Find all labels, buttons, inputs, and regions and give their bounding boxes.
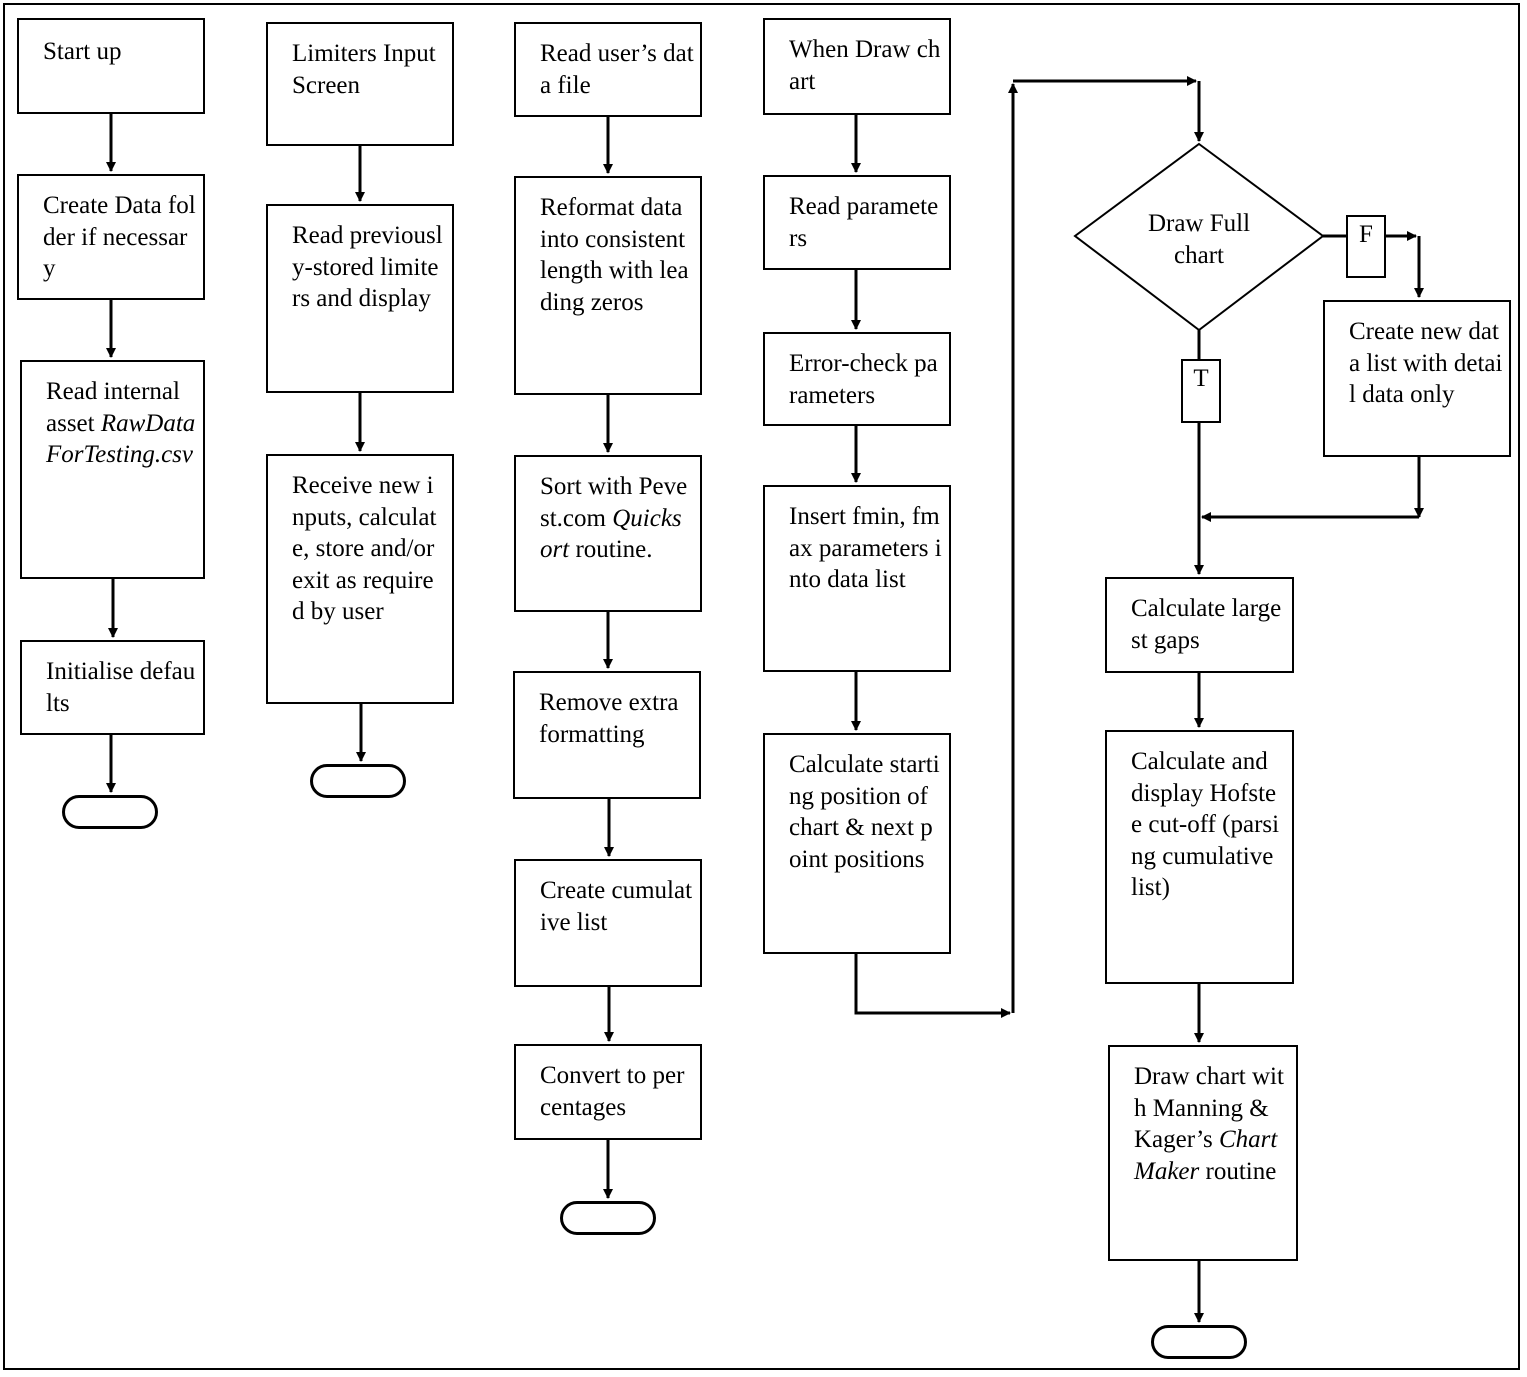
convert-to-percentages-box: Convert to percentages: [514, 1044, 702, 1140]
insert-fmin-fmax-label: Insert fmin, fmax parameters into data l…: [789, 503, 942, 593]
sort-box: Sort with Pevest.com Quicksort routine.: [514, 455, 702, 612]
decision-diamond: [1073, 142, 1325, 332]
read-previously-stored-box: Read previously-stored limiters and disp…: [266, 204, 454, 393]
col1-end-terminator: [62, 795, 158, 829]
col5-end-terminator: [1151, 1325, 1247, 1359]
receive-new-inputs-label: Receive new inputs, calculate, store and…: [292, 472, 441, 625]
draw-chart-suffix: routine: [1199, 1157, 1277, 1185]
error-check-parameters-box: Error-check parameters: [763, 332, 951, 426]
calculate-hofstee-box: Calculate and display Hofstee cut-off (p…: [1105, 730, 1294, 984]
remove-extra-formatting-box: Remove extra formatting: [513, 671, 701, 799]
read-users-data-file-box: Read user’s data file: [514, 22, 702, 117]
read-users-data-file-label: Read user’s data file: [540, 40, 694, 99]
reformat-data-label: Reformat data into consistent length wit…: [540, 194, 692, 316]
read-internal-asset-prefix: Read internal asset: [46, 378, 187, 437]
calculate-largest-gaps-box: Calculate largest gaps: [1105, 577, 1294, 673]
create-cumulative-list-box: Create cumulative list: [514, 859, 702, 987]
create-cumulative-list-label: Create cumulative list: [540, 877, 693, 936]
outer-frame: [3, 3, 1520, 1370]
create-data-folder-label: Create Data folder if necessary: [43, 192, 196, 282]
error-check-parameters-label: Error-check parameters: [789, 350, 938, 409]
reformat-data-box: Reformat data into consistent length wit…: [514, 176, 702, 395]
col3-end-terminator: [560, 1201, 656, 1235]
create-new-data-list-label: Create new data list with detail data on…: [1349, 318, 1503, 408]
calculate-largest-gaps-label: Calculate largest gaps: [1131, 595, 1282, 654]
calculate-starting-position-label: Calculate starting position of chart & n…: [789, 751, 940, 873]
create-new-data-list-box: Create new data list with detail data on…: [1323, 300, 1511, 457]
receive-new-inputs-box: Receive new inputs, calculate, store and…: [266, 454, 454, 704]
limiters-input-screen-label: Limiters Input Screen: [292, 40, 442, 99]
when-draw-chart-box: When Draw chart: [763, 18, 951, 115]
true-branch-label: T: [1181, 359, 1221, 423]
sort-suffix: routine.: [569, 536, 653, 563]
remove-extra-formatting-label: Remove extra formatting: [539, 689, 685, 748]
read-internal-asset-filename: RawDataForTesting.csv: [46, 409, 196, 469]
when-draw-chart-label: When Draw chart: [789, 36, 941, 95]
read-previously-stored-label: Read previously-stored limiters and disp…: [292, 222, 443, 312]
col2-end-terminator: [310, 764, 406, 798]
read-parameters-label: Read parameters: [789, 193, 939, 252]
draw-chart-box: Draw chart with Manning & Kager’s ChartM…: [1108, 1045, 1298, 1261]
draw-chart-routine-name: ChartMaker: [1134, 1126, 1278, 1185]
draw-chart-text: Draw chart with Manning & Kager’s ChartM…: [1134, 1061, 1290, 1187]
false-branch-label: F: [1346, 215, 1386, 278]
create-data-folder-box: Create Data folder if necessary: [17, 174, 205, 300]
calculate-starting-position-box: Calculate starting position of chart & n…: [763, 733, 951, 954]
start-up-label: Start up: [43, 38, 122, 65]
draw-chart-prefix: Draw chart with Manning & Kager’s: [1134, 1063, 1284, 1153]
start-up-box: Start up: [17, 18, 205, 114]
read-parameters-box: Read parameters: [763, 175, 951, 270]
initialise-defaults-box: Initialise defaults: [20, 640, 205, 735]
calculate-hofstee-label: Calculate and display Hofstee cut-off (p…: [1131, 748, 1280, 901]
arrow-calc-start-to-right: [854, 953, 1011, 1018]
initialise-defaults-label: Initialise defaults: [46, 658, 196, 717]
read-internal-asset-box: Read internal asset RawDataForTesting.cs…: [20, 360, 205, 579]
draw-full-chart-decision-label: Draw Full chart: [1147, 210, 1251, 269]
convert-to-percentages-label: Convert to percentages: [540, 1062, 685, 1121]
insert-fmin-fmax-box: Insert fmin, fmax parameters into data l…: [763, 485, 951, 672]
sort-routine-name: Quicksort: [540, 504, 682, 564]
read-internal-asset-text: Read internal asset RawDataForTesting.cs…: [46, 376, 197, 471]
sort-text: Sort with Pevest.com Quicksort routine.: [540, 471, 694, 566]
sort-prefix: Sort with Pevest.com: [540, 473, 688, 532]
limiters-input-screen-box: Limiters Input Screen: [266, 22, 454, 146]
